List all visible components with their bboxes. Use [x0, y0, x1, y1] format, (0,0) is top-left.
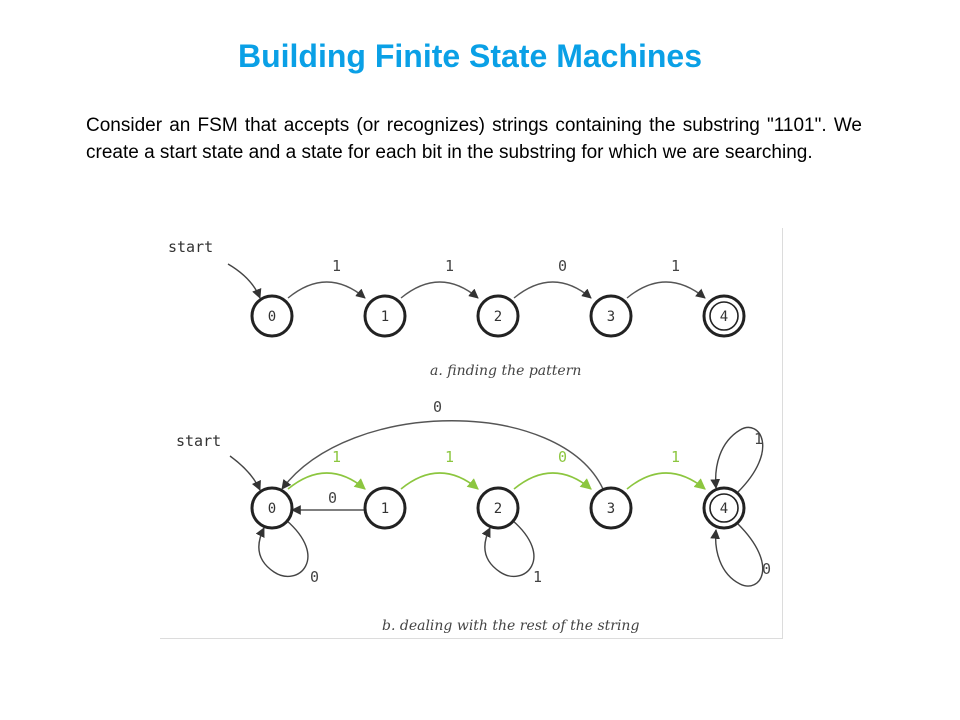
caption-b: b. dealing with the rest of the string: [382, 618, 639, 634]
state-b-1: [363, 486, 407, 530]
edge-label-a-2-3: 0: [558, 257, 567, 275]
slide-title: Building Finite State Machines: [237, 38, 703, 74]
edge-label-b-1-2: 1: [445, 448, 454, 466]
edge-label-a-0-1: 1: [332, 257, 341, 275]
edge-label-a-1-2: 1: [445, 257, 454, 275]
state-b-0: [250, 486, 294, 530]
state-a-0-label: 0: [268, 309, 276, 325]
edge-b-3-0: [281, 420, 604, 490]
state-a-3: [589, 294, 633, 338]
fsm-diagram: start 1 1 0 1 0 1 2 3 4 a. finding the p…: [168, 238, 771, 634]
state-b-0-label: 0: [268, 501, 276, 517]
state-b-3: [589, 486, 633, 530]
state-a-2-label: 2: [494, 309, 502, 325]
self-loop-b-2: [481, 519, 535, 578]
edge-b-2-3: [513, 472, 592, 490]
caption-a: a. finding the pattern: [430, 363, 581, 379]
fsm-figure: start 1 1 0 1 0 1 2 3 4 a. finding the p…: [160, 228, 783, 639]
diagram-a: start 1 1 0 1 0 1 2 3 4 a. finding the p…: [168, 238, 746, 379]
edge-b-1-2: [400, 472, 479, 490]
state-b-4-accept-ring: [709, 493, 739, 523]
self-loop-b-4-top: [710, 426, 764, 493]
self-loop-label-b-4-top: 1: [754, 430, 763, 448]
edge-b-0-1: [287, 472, 366, 490]
description-paragraph: Consider an FSM that accepts (or recogni…: [86, 115, 862, 163]
edge-a-0-1: [287, 281, 366, 299]
state-a-3-label: 3: [607, 309, 615, 325]
state-b-1-label: 1: [381, 501, 389, 517]
edge-label-b-0-1: 1: [332, 448, 341, 466]
state-b-2-label: 2: [494, 501, 502, 517]
edge-b-3-4: [626, 472, 706, 490]
start-arrow-b: [229, 455, 261, 491]
start-label-a: start: [168, 238, 213, 256]
state-b-3-label: 3: [607, 501, 615, 517]
state-a-1-label: 1: [381, 309, 389, 325]
edge-a-2-3: [513, 281, 592, 299]
state-b-4-label: 4: [720, 501, 728, 517]
self-loop-label-b-2: 1: [533, 568, 542, 586]
edge-a-3-4: [626, 281, 706, 299]
state-b-2: [476, 486, 520, 530]
state-a-2: [476, 294, 520, 338]
self-loop-b-0: [255, 519, 309, 578]
edge-label-b-3-4: 1: [671, 448, 680, 466]
diagram-b: start 0 1 1 0 1 0 0 1 1 0: [176, 398, 771, 634]
edge-a-1-2: [400, 281, 479, 299]
start-label-b: start: [176, 432, 221, 450]
edge-label-b-1-0: 0: [328, 489, 337, 507]
state-a-4-accept-ring: [709, 301, 739, 331]
state-a-0: [250, 294, 294, 338]
edge-label-b-3-0: 0: [433, 398, 442, 416]
self-loop-label-b-0: 0: [310, 568, 319, 586]
edge-label-b-2-3: 0: [558, 448, 567, 466]
start-arrow-a: [227, 263, 262, 299]
edge-label-a-3-4: 1: [671, 257, 680, 275]
state-a-1: [363, 294, 407, 338]
state-a-4-label: 4: [720, 309, 728, 325]
self-loop-label-b-4-bottom: 0: [762, 560, 771, 578]
self-loop-b-4-bottom: [710, 523, 764, 587]
